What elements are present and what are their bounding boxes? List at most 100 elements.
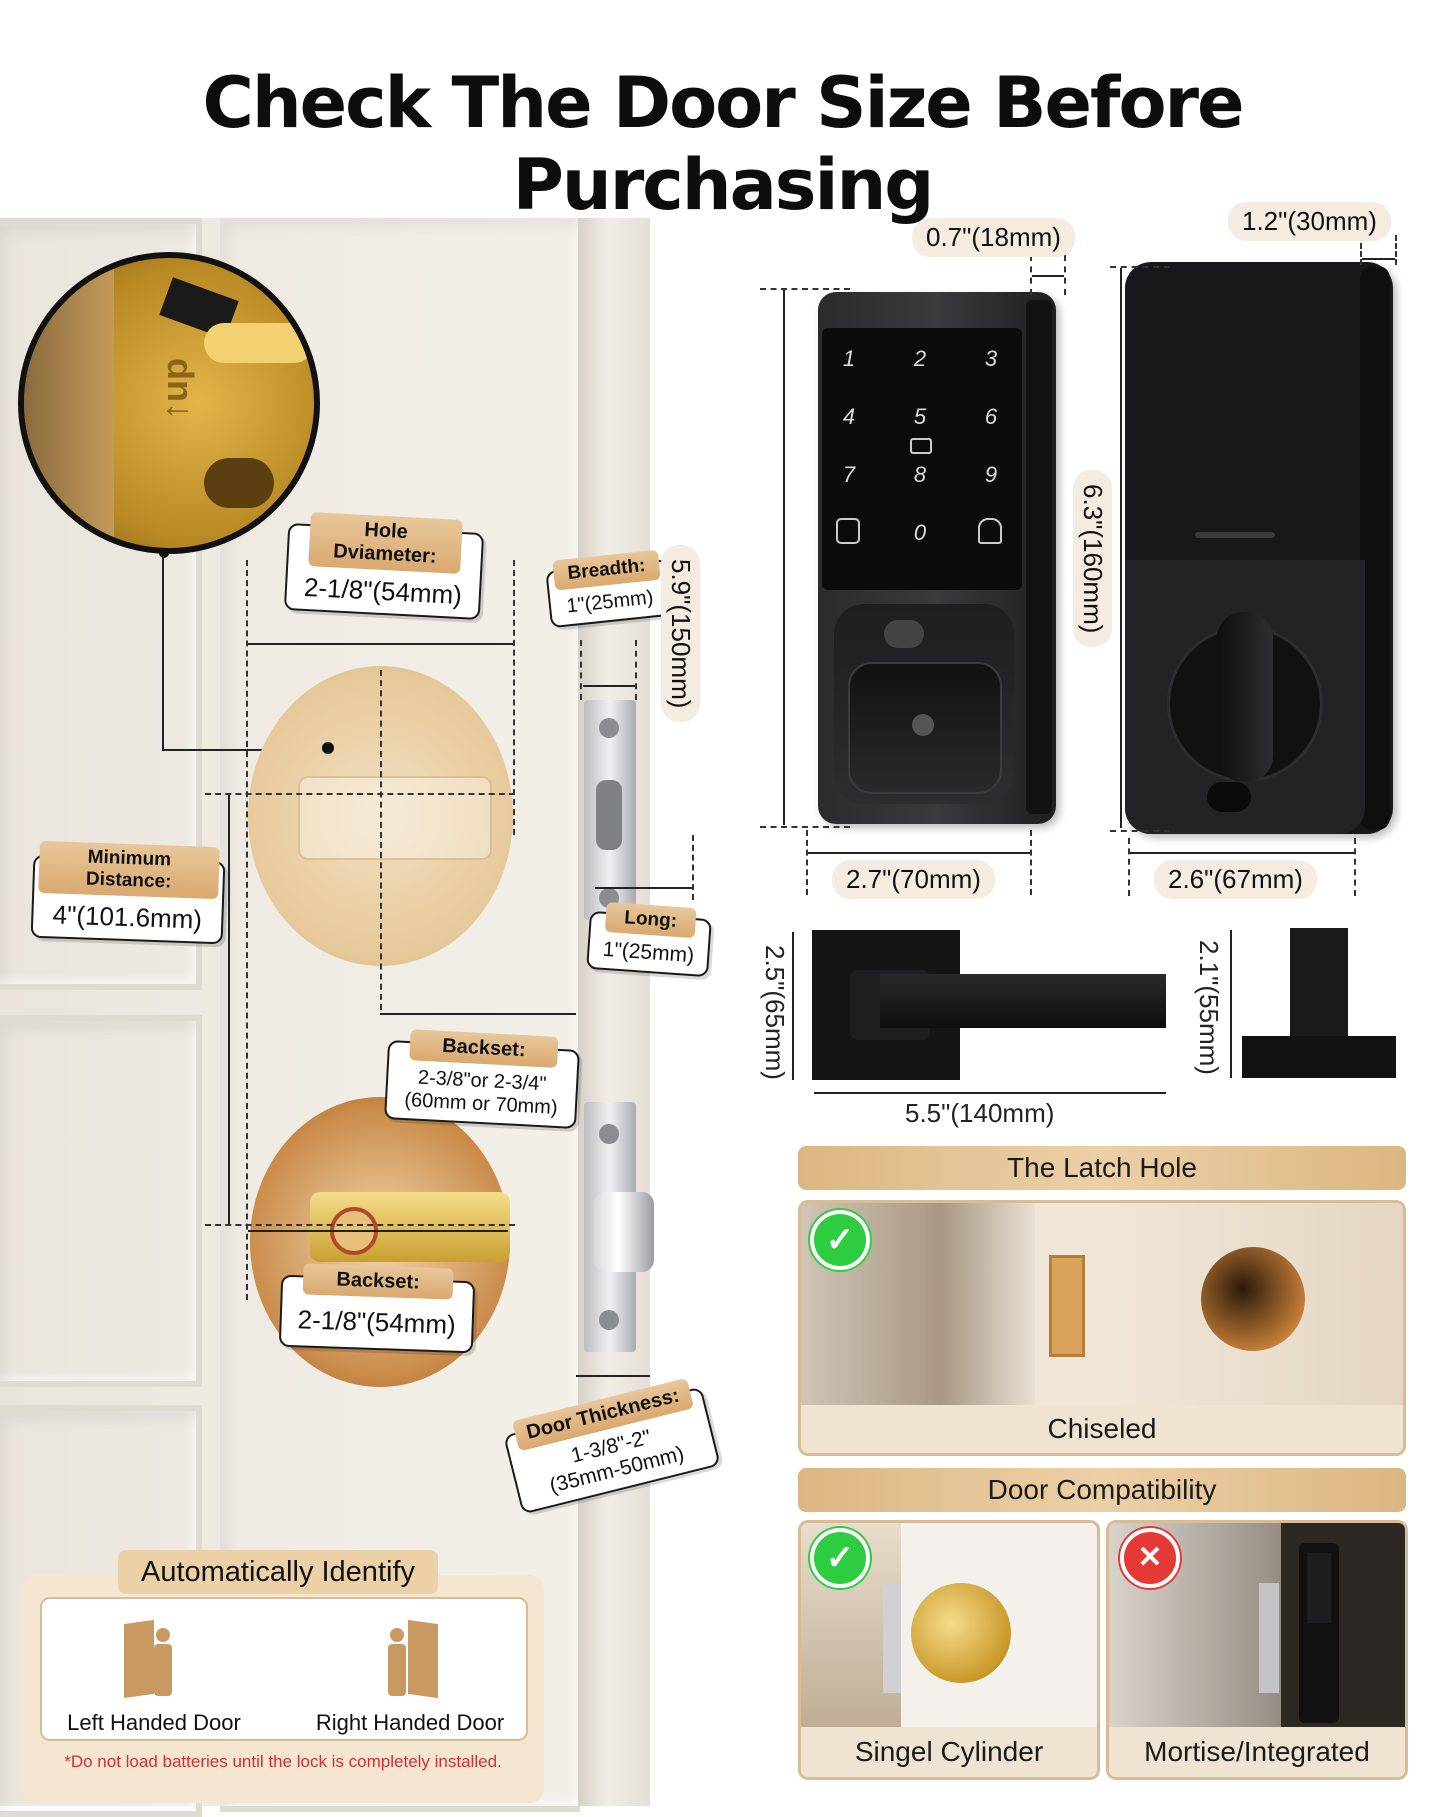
guide-line <box>1128 838 1130 896</box>
guide-line <box>1360 235 1362 265</box>
guide-line <box>246 560 248 1300</box>
key-5[interactable]: 5 <box>913 404 927 429</box>
hole-diameter-tag: Hole Dviameter: <box>308 512 463 574</box>
keyhole-cover <box>848 662 1002 794</box>
lever-length-label: 5.5"(140mm) <box>905 1098 1055 1128</box>
breadth-card: Breadth: 1"(25mm) <box>545 549 673 629</box>
bore-hole-upper <box>248 666 513 966</box>
door-panel <box>0 218 202 990</box>
fingerprint-housing <box>834 604 1014 804</box>
front-lock: 1 2 3 4 5 6 7 8 9 0 <box>818 292 1056 824</box>
lock-key-icon[interactable] <box>836 518 860 544</box>
latch-hole-title: The Latch Hole <box>798 1146 1406 1190</box>
front-depth-arrow <box>1032 275 1064 277</box>
guide-line <box>580 640 582 700</box>
check-icon: ✓ <box>810 1528 870 1588</box>
guide-line <box>513 560 515 835</box>
latch-up-stamp: ↑up <box>153 358 195 420</box>
auto-identify-inner <box>40 1597 528 1741</box>
single-cylinder-caption: Singel Cylinder <box>801 1727 1097 1777</box>
minimum-distance-tag: Minimum Distance: <box>38 840 220 900</box>
backset-lower-card: Backset: 2-1/8"(54mm) <box>278 1263 476 1354</box>
backset-arrow <box>380 1013 576 1015</box>
front-width-label: 2.7"(70mm) <box>832 860 995 899</box>
faceplate-lower <box>584 1102 654 1352</box>
back-lock <box>1125 262 1393 834</box>
doorbell-icon[interactable] <box>978 518 1002 544</box>
minimum-distance-card: Minimum Distance: 4"(101.6mm) <box>30 840 226 945</box>
guide-line <box>205 1224 515 1226</box>
key-9[interactable]: 9 <box>984 462 998 487</box>
left-door-label: Left Handed Door <box>67 1710 241 1735</box>
lever-side-height-label: 2.1"(55mm) <box>1194 940 1224 1075</box>
guide-line <box>1110 830 1170 832</box>
key-7[interactable]: 7 <box>842 462 856 487</box>
hole-diameter-value: 2-1/8"(54mm) <box>303 571 463 611</box>
back-width-label: 2.6"(67mm) <box>1154 860 1317 899</box>
lever-length-arrow <box>814 1092 1166 1094</box>
backset-upper-card: Backset: 2-3/8"or 2-3/4" (60mm or 70mm) <box>384 1029 580 1129</box>
guide-line <box>760 288 850 290</box>
battery-slot <box>1207 782 1251 812</box>
thumbturn[interactable] <box>1217 612 1273 782</box>
guide-line <box>380 670 382 1010</box>
key-4[interactable]: 4 <box>842 404 856 429</box>
check-icon: ✓ <box>810 1210 870 1270</box>
breadth-arrow <box>583 685 635 687</box>
back-width-arrow <box>1130 852 1354 854</box>
back-depth-arrow <box>1362 258 1395 260</box>
connector-dot <box>159 548 169 558</box>
connector-line <box>162 553 164 749</box>
keypad-screen: 1 2 3 4 5 6 7 8 9 0 <box>822 328 1022 590</box>
key-3[interactable]: 3 <box>984 346 998 371</box>
page-title: Check The Door Size Before Purchasing <box>202 62 1244 226</box>
fingerprint-sensor[interactable] <box>884 620 924 648</box>
back-depth-label: 1.2"(30mm) <box>1228 202 1391 241</box>
backset-lower-value: 2-1/8"(54mm) <box>297 1304 457 1340</box>
door-edge <box>578 218 650 1806</box>
guide-line <box>1395 235 1397 265</box>
guide-line <box>1354 838 1356 896</box>
hole-diameter-arrow <box>248 643 513 645</box>
left-door-icon <box>122 1619 182 1700</box>
latch-zoom-circle: ↑up <box>18 252 320 554</box>
front-height-arrow <box>783 290 785 825</box>
bore-center-dot <box>322 742 334 754</box>
backset-lower-arrow <box>248 1230 508 1232</box>
auto-identify-title: Automatically Identify <box>118 1550 438 1594</box>
single-cylinder-photo: Singel Cylinder <box>798 1520 1100 1780</box>
door-compatibility-title: Door Compatibility <box>798 1468 1406 1512</box>
guide-line <box>692 835 694 900</box>
battery-note: *Do not load batteries until the lock is… <box>64 1752 502 1771</box>
key-6[interactable]: 6 <box>984 404 998 429</box>
front-depth-label: 0.7"(18mm) <box>912 218 1075 257</box>
right-door-icon <box>380 1619 440 1700</box>
keyhole-icon <box>912 714 934 736</box>
guide-line <box>1030 830 1032 895</box>
back-height-arrow <box>1120 268 1122 828</box>
minimum-distance-value: 4"(101.6mm) <box>52 899 203 935</box>
back-height-label: 6.3"(160mm) <box>1073 470 1112 648</box>
guide-line <box>635 640 637 700</box>
right-door-label: Right Handed Door <box>315 1710 505 1735</box>
guide-line <box>1110 266 1170 268</box>
lever-handle[interactable] <box>880 974 1166 1028</box>
front-width-arrow <box>808 852 1030 854</box>
lever-height-label: 2.5"(65mm) <box>760 945 790 1080</box>
hole-diameter-card: Hole Dviameter: 2-1/8"(54mm) <box>283 512 485 621</box>
long-value: 1"(25mm) <box>601 937 695 968</box>
lever-height-arrow <box>792 932 794 1080</box>
lever-side-neck <box>1290 928 1348 1040</box>
front-height-label: 5.9"(150mm) <box>661 545 700 723</box>
guide-line <box>806 830 808 895</box>
cross-icon: ✕ <box>1120 1528 1180 1588</box>
key-0[interactable]: 0 <box>913 520 927 545</box>
key-8[interactable]: 8 <box>913 462 927 487</box>
latch-hole-photo: Chiseled <box>798 1200 1406 1456</box>
key-1[interactable]: 1 <box>842 346 856 371</box>
minimum-distance-arrow <box>228 795 230 1225</box>
faceplate-upper <box>584 700 636 920</box>
door-thickness-arrow <box>576 1375 650 1377</box>
door-panel <box>0 1015 202 1387</box>
key-2[interactable]: 2 <box>913 346 927 371</box>
